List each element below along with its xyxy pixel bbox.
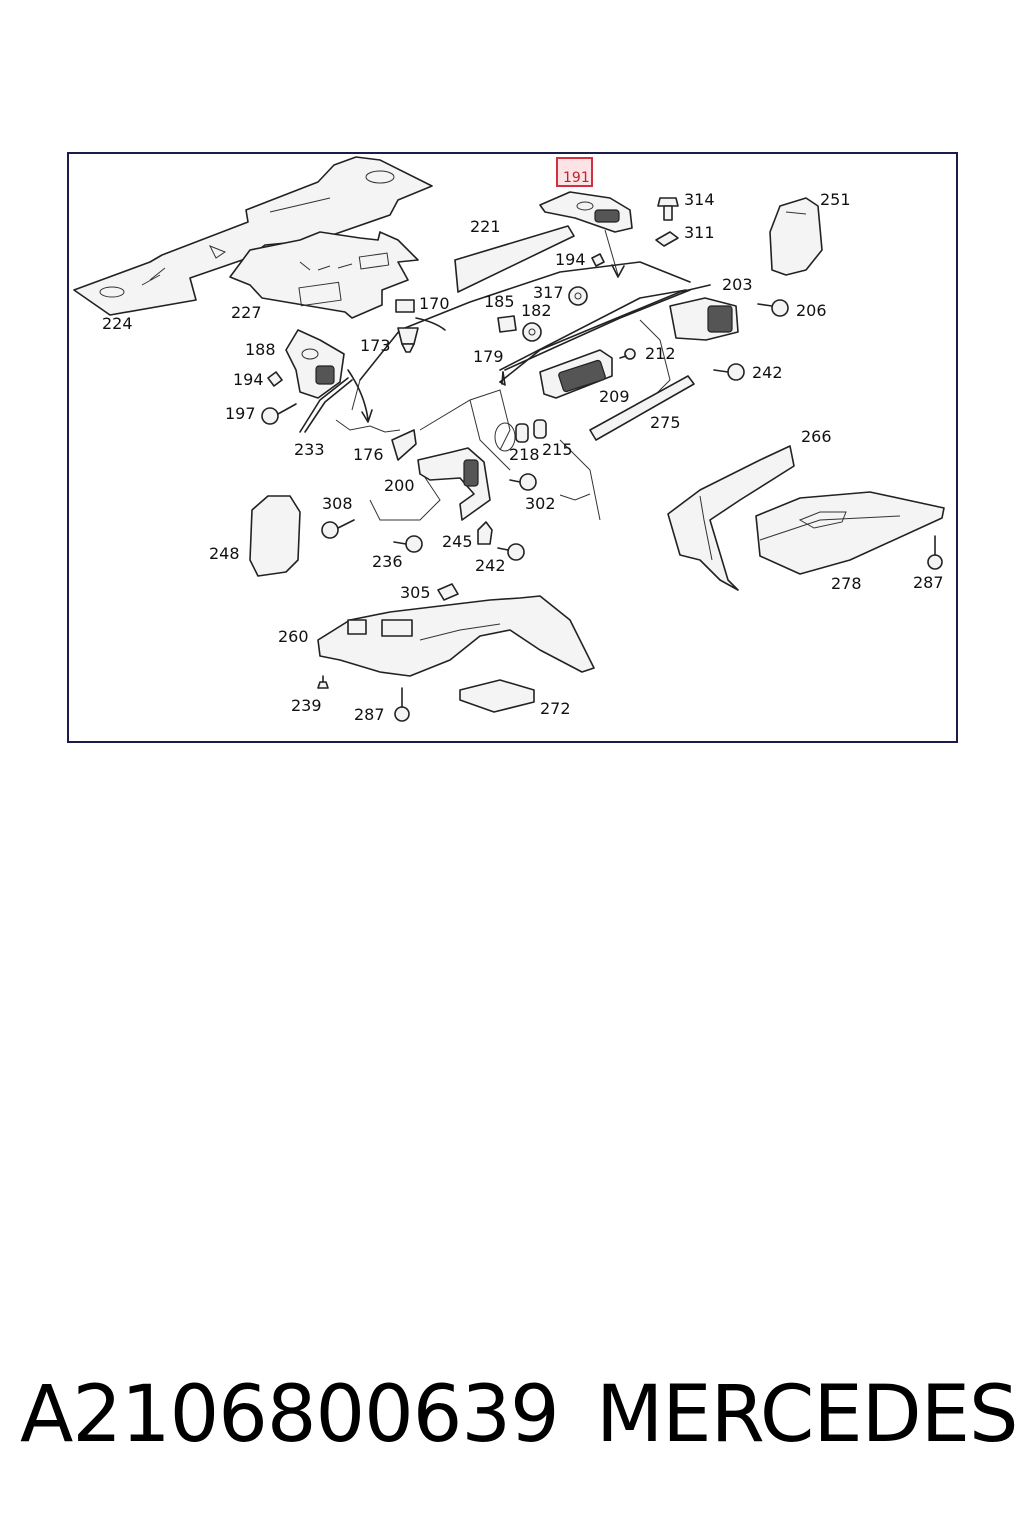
part-218-part [515, 423, 529, 443]
brand-name: MERCEDES [596, 1370, 1018, 1460]
part-212-screw [619, 348, 636, 360]
part-275-strip [589, 375, 695, 441]
part-173-clip [397, 327, 419, 353]
part-236-screw [393, 535, 423, 553]
label-239[interactable]: 239 [291, 696, 322, 715]
part-305-clip [437, 583, 459, 601]
label-203[interactable]: 203 [722, 275, 753, 294]
label-314[interactable]: 314 [684, 190, 715, 209]
label-194b[interactable]: 194 [233, 370, 264, 389]
label-224[interactable]: 224 [102, 314, 133, 333]
label-242b[interactable]: 242 [475, 556, 506, 575]
label-215[interactable]: 215 [542, 440, 573, 459]
label-176[interactable]: 176 [353, 445, 384, 464]
part-221-panel [454, 225, 575, 293]
part-314-bolt [657, 197, 679, 221]
label-251[interactable]: 251 [820, 190, 851, 209]
part-302-screw [509, 473, 537, 491]
part-200-duct [417, 447, 491, 521]
label-275[interactable]: 275 [650, 413, 681, 432]
label-311[interactable]: 311 [684, 223, 715, 242]
part-308-screw [321, 519, 355, 539]
dashboard-outline [335, 261, 711, 521]
label-191[interactable]: 191 [563, 170, 590, 186]
label-245[interactable]: 245 [442, 532, 473, 551]
label-227[interactable]: 227 [231, 303, 262, 322]
label-194a[interactable]: 194 [555, 250, 586, 269]
label-287a[interactable]: 287 [913, 573, 944, 592]
part-191-bezel [539, 191, 633, 278]
label-278[interactable]: 278 [831, 574, 862, 593]
part-182-ring [522, 322, 542, 342]
label-188[interactable]: 188 [245, 340, 276, 359]
part-224-mat [73, 156, 433, 316]
part-242-screw-a [713, 363, 745, 381]
highlight-box [556, 157, 593, 187]
label-185[interactable]: 185 [484, 292, 515, 311]
part-287-screw-b [394, 687, 410, 722]
part-248-cover [249, 495, 301, 577]
part-266-lid [667, 445, 795, 591]
part-245-clip [477, 521, 493, 545]
part-317-nut [568, 286, 588, 306]
label-173[interactable]: 173 [360, 336, 391, 355]
label-209[interactable]: 209 [599, 387, 630, 406]
part-176-bracket [391, 429, 417, 461]
label-221[interactable]: 221 [470, 217, 501, 236]
label-206[interactable]: 206 [796, 301, 827, 320]
label-200[interactable]: 200 [384, 476, 415, 495]
part-170-clip [395, 299, 415, 313]
label-305[interactable]: 305 [400, 583, 431, 602]
part-251-cover [769, 197, 823, 276]
label-212[interactable]: 212 [645, 344, 676, 363]
label-179[interactable]: 179 [473, 347, 504, 366]
label-266[interactable]: 266 [801, 427, 832, 446]
part-272-cover [459, 679, 535, 713]
label-236[interactable]: 236 [372, 552, 403, 571]
arrow-173 [347, 369, 369, 421]
label-248[interactable]: 248 [209, 544, 240, 563]
part-194-clip-b [267, 371, 283, 387]
part-278-box [755, 491, 945, 575]
part-239-pin [317, 675, 329, 689]
part-242-screw-b [497, 543, 525, 561]
label-197[interactable]: 197 [225, 404, 256, 423]
label-182[interactable]: 182 [521, 301, 552, 320]
part-194-clip-a [591, 253, 605, 267]
label-302[interactable]: 302 [525, 494, 556, 513]
part-209-vent [539, 349, 613, 399]
part-215-part [533, 419, 547, 439]
part-185-grommet [497, 315, 517, 333]
part-203-vent [669, 297, 739, 341]
part-number: A2106800639 [20, 1370, 560, 1460]
part-227-mat [229, 231, 419, 319]
part-287-screw-a [927, 535, 943, 570]
part-197-screw [261, 403, 297, 425]
part-260-panel [317, 595, 595, 677]
part-188-vent [285, 329, 345, 399]
part-179-strip [499, 289, 687, 385]
part-233-trim [299, 377, 353, 433]
label-287b[interactable]: 287 [354, 705, 385, 724]
label-272[interactable]: 272 [540, 699, 571, 718]
label-242a[interactable]: 242 [752, 363, 783, 382]
label-317[interactable]: 317 [533, 283, 564, 302]
label-260[interactable]: 260 [278, 627, 309, 646]
part-206-screw [757, 299, 789, 317]
label-218[interactable]: 218 [509, 445, 540, 464]
label-308[interactable]: 308 [322, 494, 353, 513]
label-233[interactable]: 233 [294, 440, 325, 459]
part-311-clip [655, 231, 679, 247]
label-170[interactable]: 170 [419, 294, 450, 313]
footer: A2106800639 MERCEDES [0, 1370, 1024, 1470]
